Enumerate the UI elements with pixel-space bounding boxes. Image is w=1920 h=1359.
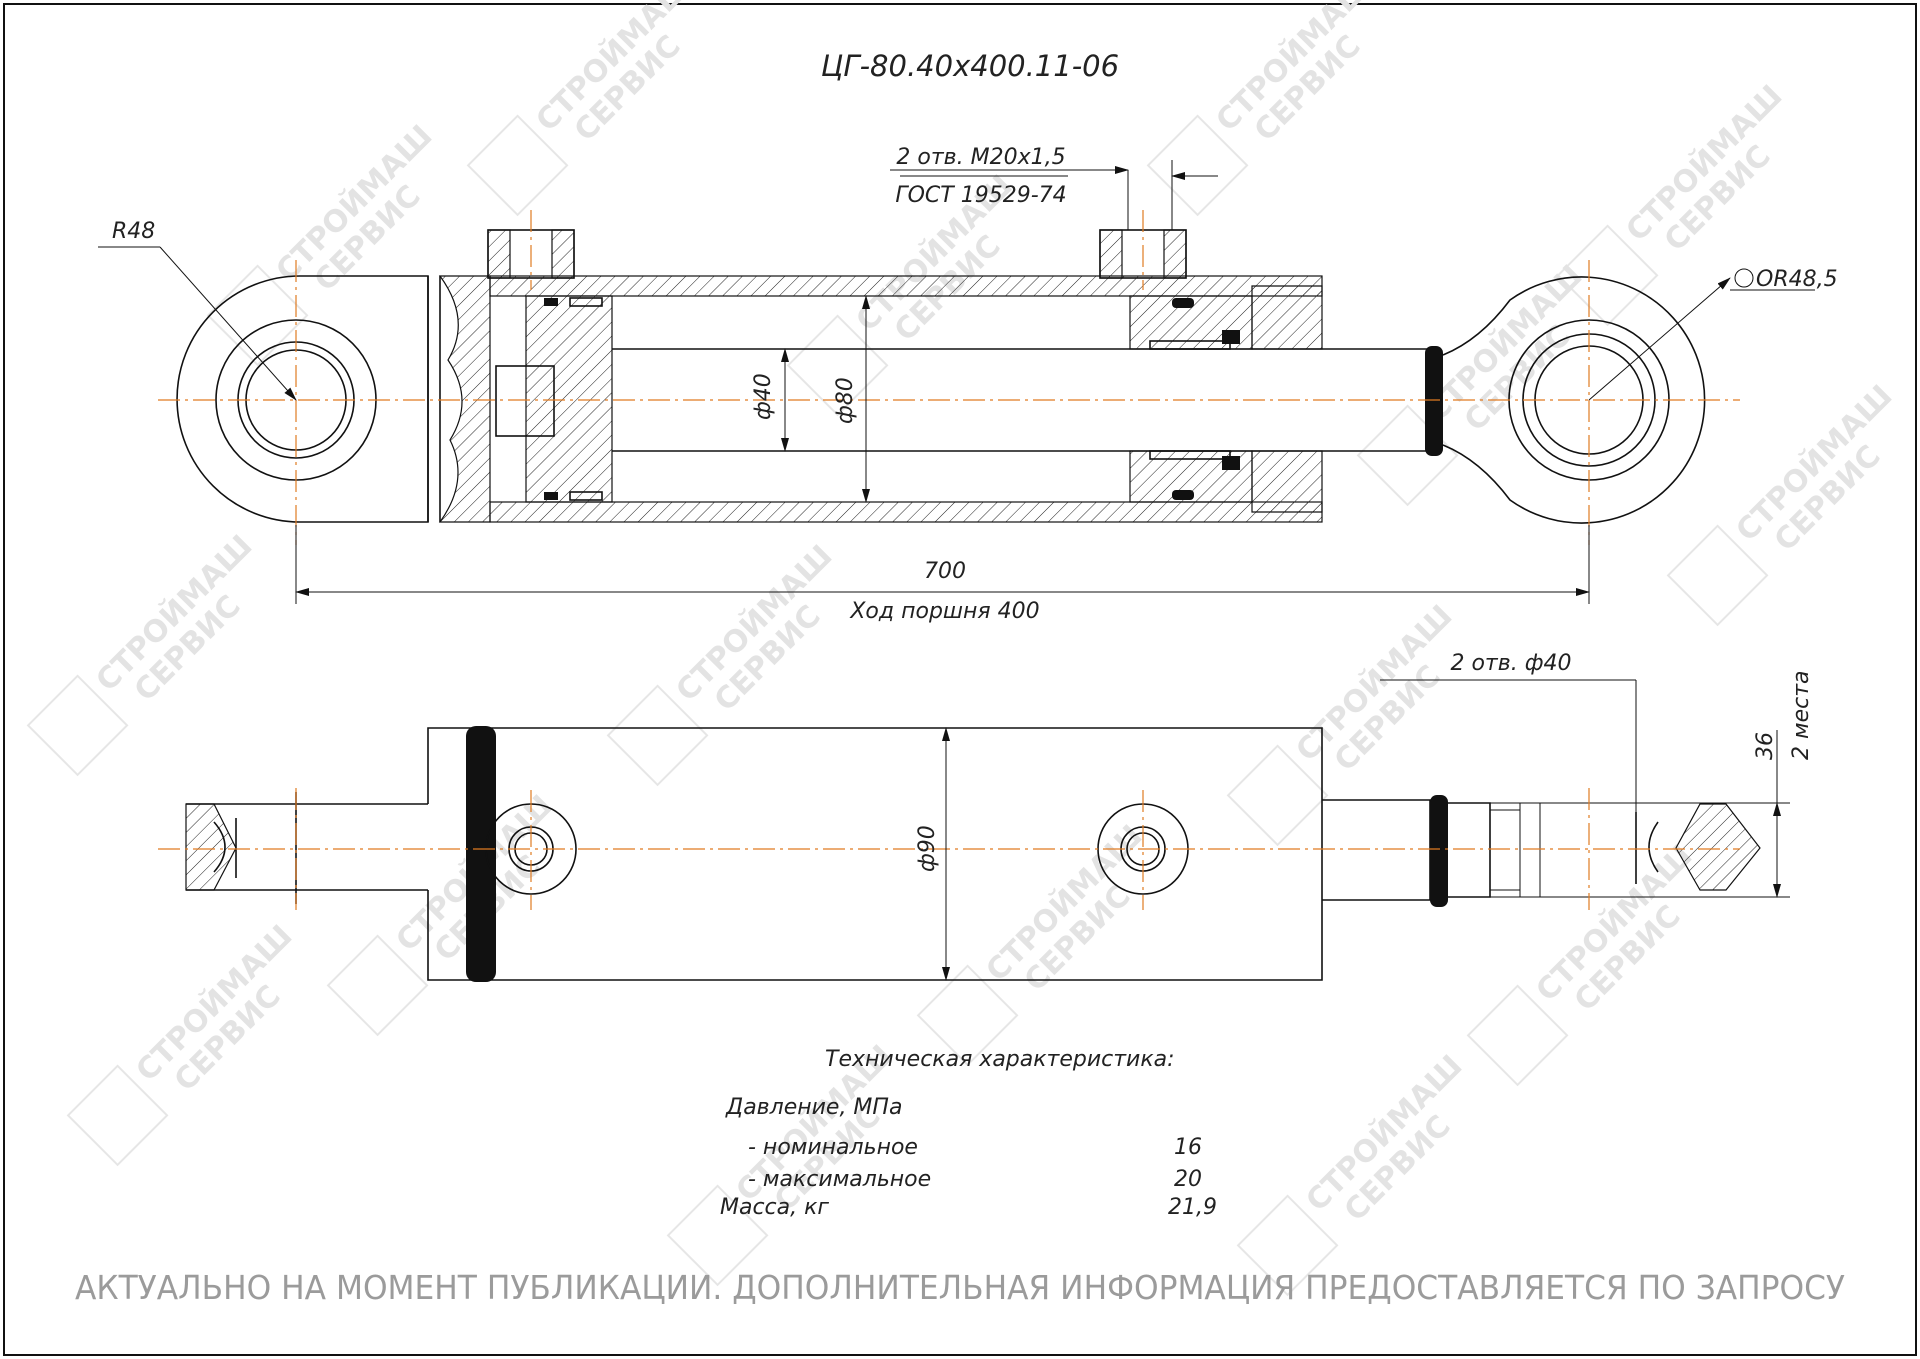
- radius-left-label: R48: [112, 219, 155, 244]
- ports-note: 2 отв. М20х1,5: [896, 145, 1065, 170]
- bore-diameter-label: ф80: [833, 377, 858, 424]
- specs-block: Техническая характеристика: Давление, МП…: [720, 1047, 1217, 1220]
- sheet-frame: [3, 3, 1917, 1356]
- spec-row-nominal-label: - номинальное: [748, 1135, 918, 1160]
- specs-heading: Техническая характеристика:: [825, 1047, 1175, 1072]
- bottom-view-dimensions: [942, 679, 1790, 981]
- overall-length-label: 700: [924, 559, 966, 584]
- body-diameter-label: ф90: [915, 825, 940, 872]
- top-view-dimensions: [98, 160, 1815, 604]
- footer-note: АКТУАЛЬНО НА МОМЕНТ ПУБЛИКАЦИИ. ДОПОЛНИТ…: [75, 1268, 1845, 1307]
- spec-row-max-label: - максимальное: [748, 1167, 931, 1192]
- spec-row-max-value: 20: [1174, 1167, 1202, 1192]
- drawing-title: ЦГ-80.40х400.11-06: [821, 49, 1119, 83]
- spec-row-nominal-value: 16: [1174, 1135, 1202, 1160]
- gost-note: ГОСТ 19529-74: [895, 183, 1066, 208]
- radius-right-label: ОR48,5: [1756, 267, 1838, 292]
- rod-diameter-label: ф40: [751, 373, 776, 420]
- dim-36-label: 36: [1753, 732, 1778, 760]
- holes-note: 2 отв. ф40: [1450, 651, 1571, 676]
- mass-label: Масса, кг: [720, 1195, 829, 1220]
- pressure-label: Давление, МПа: [725, 1095, 902, 1120]
- mass-value: 21,9: [1168, 1195, 1217, 1220]
- two-places-label: 2 места: [1789, 670, 1814, 760]
- top-view-section: [158, 210, 1740, 545]
- stroke-label: Ход поршня 400: [849, 599, 1039, 624]
